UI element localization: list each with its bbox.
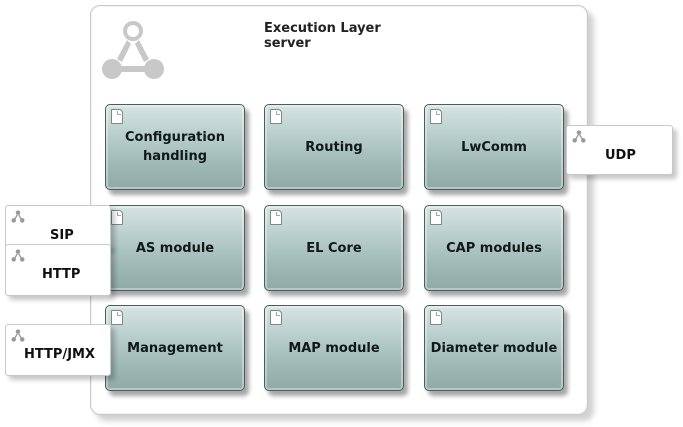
module-diameter: Diameter module (424, 305, 564, 391)
module-configuration-handling: Configuration handling (105, 104, 245, 190)
interface-udp: UDP (566, 125, 673, 175)
interface-icon (11, 210, 25, 223)
interface-http-jmx: HTTP/JMX (5, 324, 111, 376)
interface-label: UDP (605, 148, 636, 163)
module-label: CAP modules (446, 240, 542, 256)
module-as: AS module (105, 205, 245, 291)
document-icon (270, 109, 282, 124)
module-label: EL Core (306, 240, 362, 256)
document-icon (430, 210, 442, 225)
module-label: MAP module (288, 340, 380, 356)
module-cap: CAP modules (424, 205, 564, 291)
module-label: Routing (305, 139, 363, 155)
document-icon (111, 210, 123, 225)
module-label: AS module (135, 240, 215, 256)
document-icon (430, 109, 442, 124)
module-label-line1: Configuration (125, 130, 225, 145)
component-network-icon (102, 21, 164, 79)
module-label-line2: handling (142, 149, 208, 164)
document-icon (111, 310, 123, 325)
interface-label: HTTP/JMX (24, 347, 95, 362)
document-icon (270, 310, 282, 325)
module-map: MAP module (264, 305, 404, 391)
module-label: Management (127, 340, 223, 356)
interface-icon (11, 249, 25, 262)
interface-sip: SIP (5, 205, 111, 249)
interface-icon (572, 130, 586, 143)
interface-http: HTTP (5, 244, 111, 296)
interface-label: HTTP (42, 267, 81, 282)
module-label: LwComm (461, 139, 527, 155)
module-routing: Routing (264, 104, 404, 190)
document-icon (270, 210, 282, 225)
interface-label: SIP (50, 228, 74, 243)
server-title: Execution Layer server (264, 21, 381, 51)
document-icon (111, 109, 123, 124)
interface-icon (11, 329, 25, 342)
module-lwcomm: LwComm (424, 104, 564, 190)
module-label: Configuration handling (125, 128, 225, 166)
module-management: Management (105, 305, 245, 391)
document-icon (430, 310, 442, 325)
module-label: Diameter module (430, 340, 558, 356)
module-el-core: EL Core (264, 205, 404, 291)
